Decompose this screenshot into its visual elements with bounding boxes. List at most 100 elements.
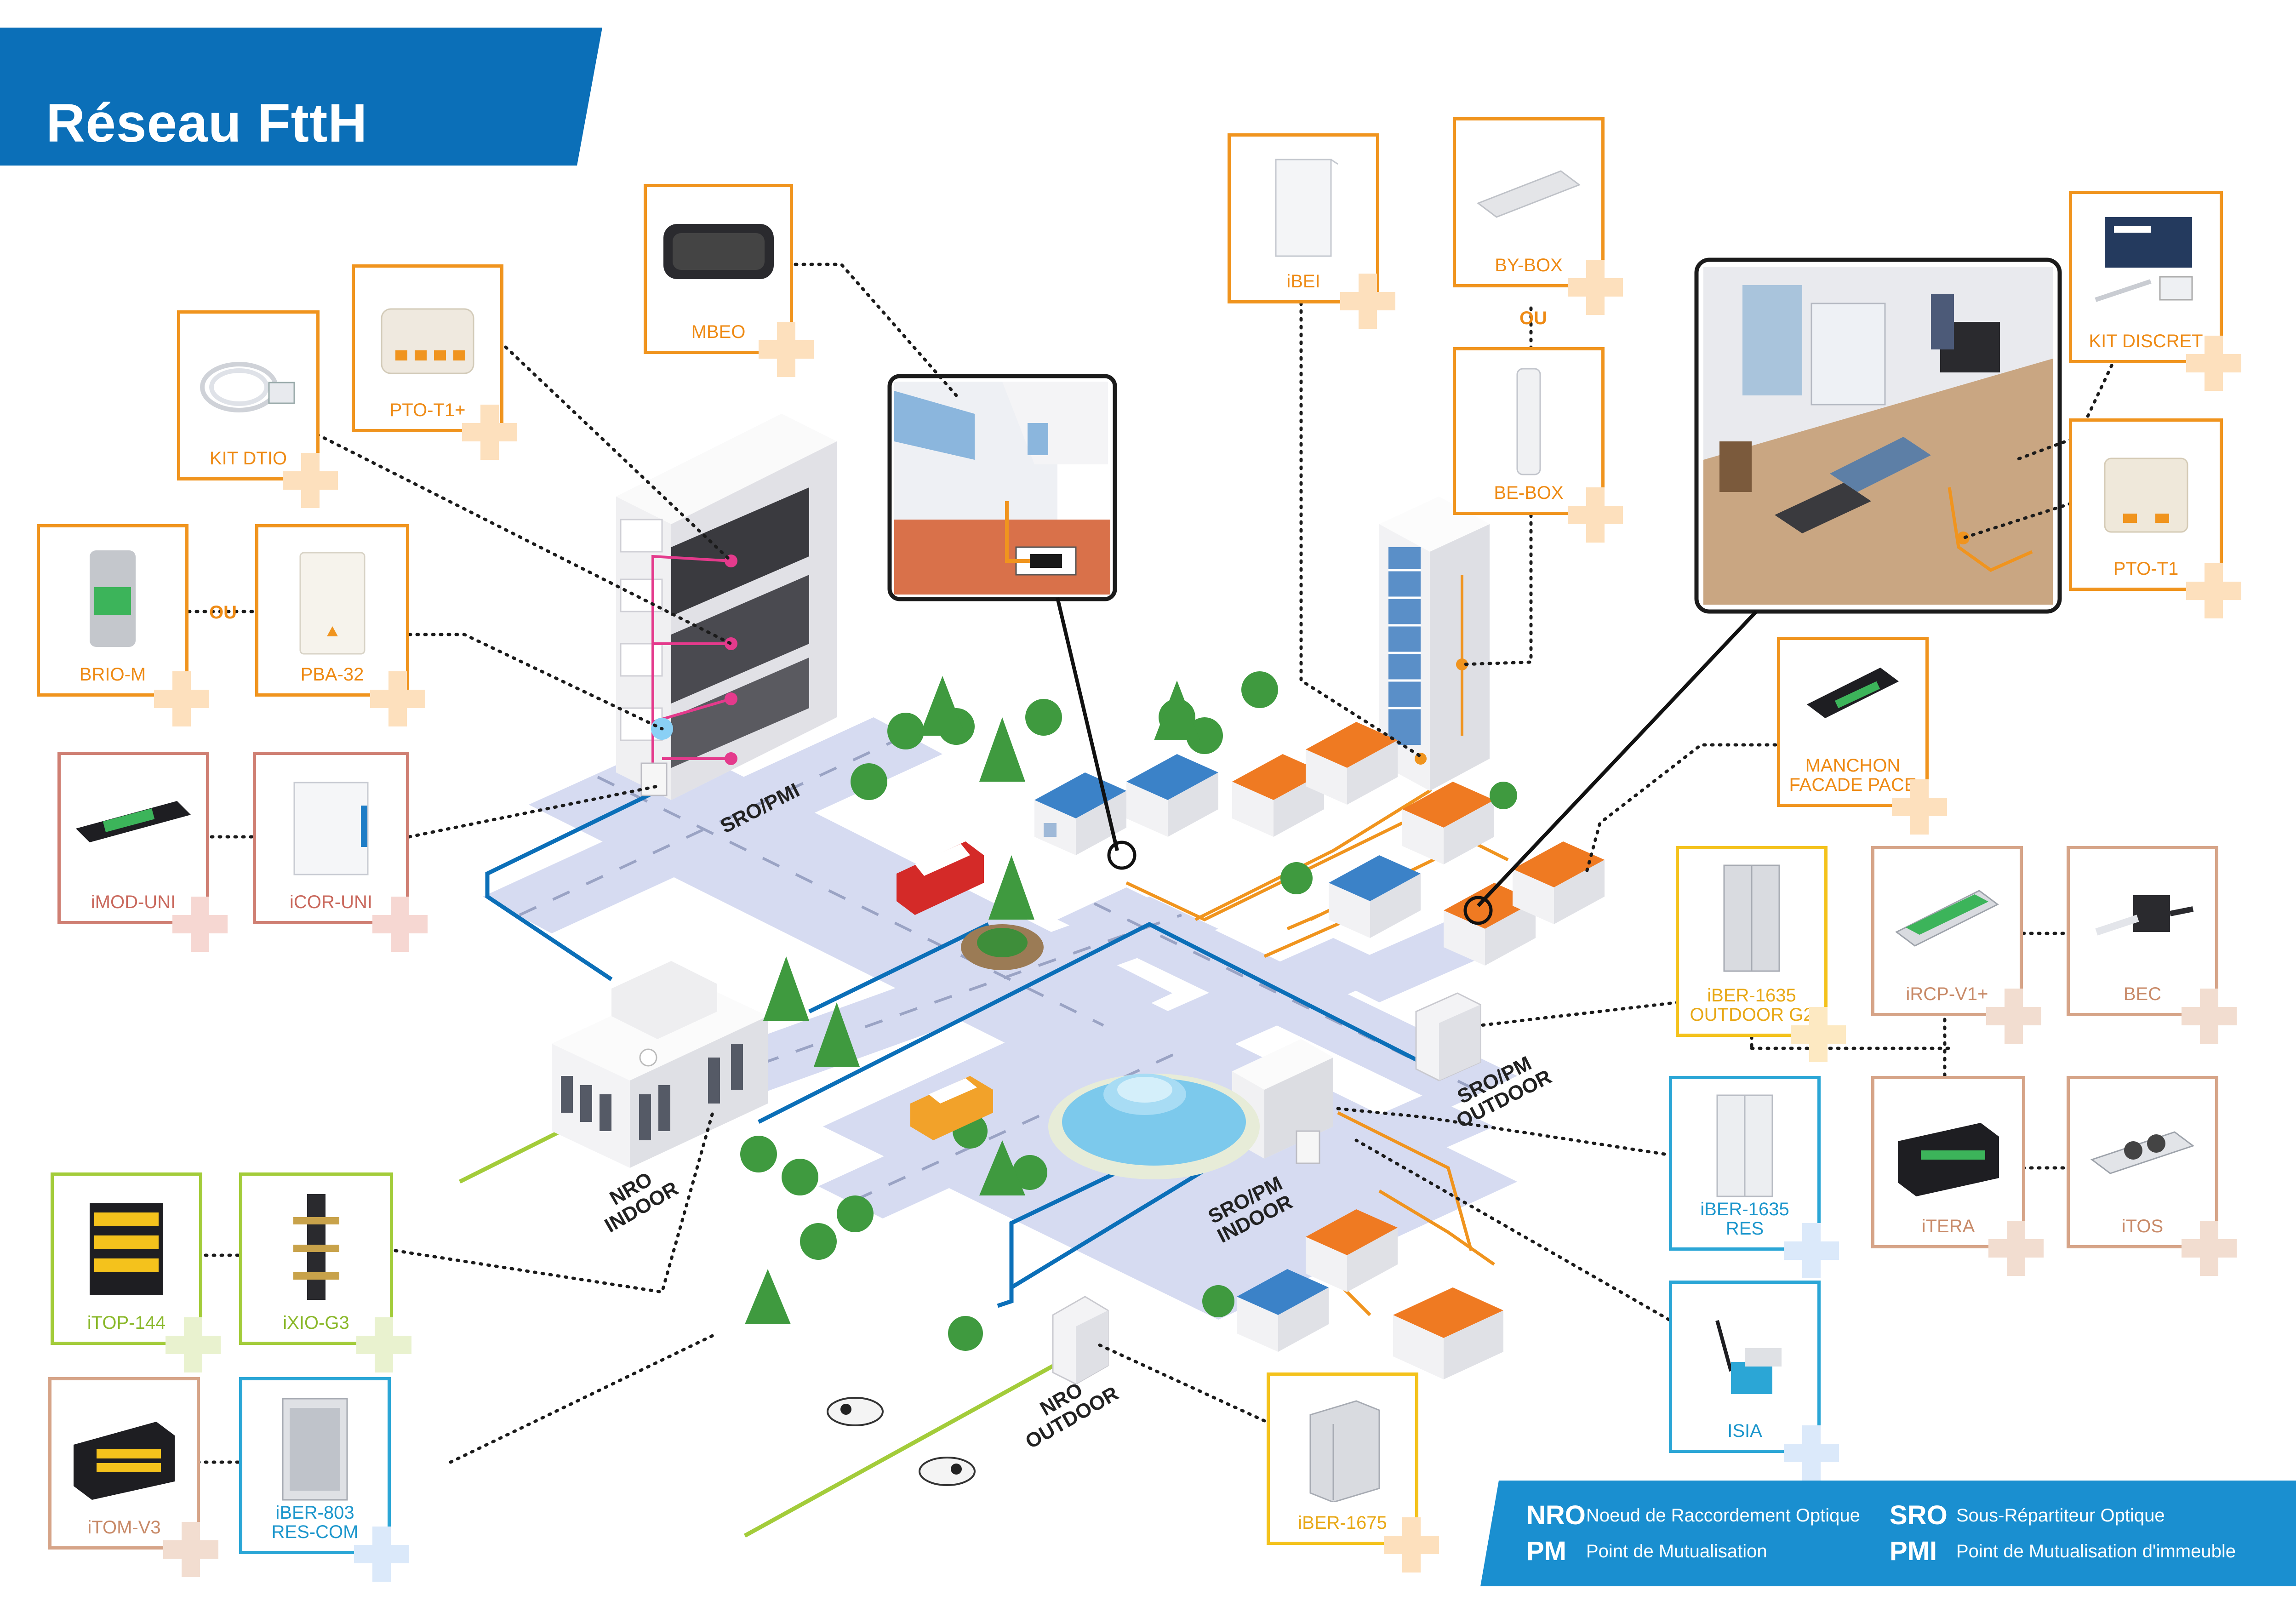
title-banner: Réseau FttH bbox=[0, 28, 602, 166]
product-card-itera[interactable]: iTERA bbox=[1871, 1076, 2025, 1248]
label-brio-m: BRIO-M bbox=[79, 664, 146, 685]
by-box-image bbox=[1476, 170, 1581, 218]
cows bbox=[827, 1397, 976, 1486]
product-card-brio-m[interactable]: BRIO-M bbox=[37, 524, 188, 697]
label-imod-uni: iMOD-UNI bbox=[91, 892, 176, 912]
iber-1635-res-image bbox=[1716, 1094, 1773, 1197]
label-itera: iTERA bbox=[1921, 1216, 1975, 1236]
page-title: Réseau FttH bbox=[46, 93, 368, 154]
label-pba-32: PBA-32 bbox=[300, 664, 364, 685]
label-be-box: BE-BOX bbox=[1494, 483, 1564, 503]
label-ibei: iBEI bbox=[1286, 271, 1320, 292]
or-separator-brio: OU bbox=[209, 602, 237, 623]
product-card-iber-1675[interactable]: iBER-1675 bbox=[1267, 1372, 1418, 1545]
legend-nro-desc: Noeud de Raccordement Optique bbox=[1586, 1505, 1860, 1526]
itop-144-image bbox=[90, 1203, 163, 1295]
imod-uni-image bbox=[76, 801, 191, 842]
be-box-image bbox=[1516, 368, 1541, 475]
legend-sro-abbr: SRO bbox=[1890, 1500, 1948, 1530]
product-card-by-box[interactable]: BY-BOX bbox=[1453, 117, 1605, 287]
bec-image bbox=[2095, 895, 2194, 936]
ixio-g3-image bbox=[293, 1194, 339, 1300]
iber-1635-outdoor-g2-image bbox=[1723, 864, 1780, 972]
label-isia: ISIA bbox=[1727, 1421, 1762, 1441]
nro-outdoor-cabinet bbox=[1052, 1296, 1109, 1385]
label-iber-1635-outdoor-g2: iBER-1635 OUTDOOR G2 bbox=[1690, 985, 1814, 1025]
mbeo-image bbox=[663, 224, 774, 279]
living-room-inset bbox=[1694, 257, 2062, 614]
label-itop-144: iTOP-144 bbox=[87, 1313, 166, 1333]
legend-pm-abbr: PM bbox=[1526, 1536, 1566, 1566]
product-card-icor-uni[interactable]: iCOR-UNI bbox=[253, 752, 409, 924]
brio-m-image bbox=[90, 550, 136, 647]
house-basement-inset bbox=[887, 374, 1117, 601]
product-card-itop-144[interactable]: iTOP-144 bbox=[51, 1172, 202, 1345]
itos-image bbox=[2090, 1131, 2195, 1174]
label-kit-dtio: KIT DTIO bbox=[209, 448, 287, 469]
ircp-v1-plus-image bbox=[1895, 890, 1999, 947]
sro-pm-indoor-building bbox=[1232, 1039, 1333, 1164]
product-card-kit-dtio[interactable]: KIT DTIO bbox=[177, 310, 320, 480]
pto-t1-image bbox=[2104, 457, 2188, 533]
product-card-iber-803-res-com[interactable]: iBER-803 RES-COM bbox=[239, 1377, 391, 1554]
kit-dtio-image bbox=[200, 362, 295, 412]
label-manchon-facade-pace: MANCHON FACADE PACE bbox=[1789, 755, 1917, 795]
product-card-iber-1635-res[interactable]: iBER-1635 RES bbox=[1669, 1076, 1821, 1251]
product-card-manchon-facade-pace[interactable]: MANCHON FACADE PACE bbox=[1777, 637, 1929, 807]
legend-pmi-desc: Point de Mutualisation d'immeuble bbox=[1956, 1541, 2236, 1561]
ibei-image bbox=[1275, 159, 1338, 257]
label-icor-uni: iCOR-UNI bbox=[290, 892, 372, 912]
label-iber-803-res-com: iBER-803 RES-COM bbox=[271, 1503, 359, 1542]
product-card-ircp-v1-plus[interactable]: iRCP-V1+ bbox=[1871, 846, 2023, 1016]
product-card-bec[interactable]: BEC bbox=[2067, 846, 2218, 1016]
sro-pm-outdoor-cabinet bbox=[1415, 992, 1481, 1081]
isia-image bbox=[1715, 1320, 1782, 1394]
trees bbox=[740, 671, 1517, 1351]
product-card-isia[interactable]: ISIA bbox=[1669, 1281, 1821, 1453]
product-card-pto-t1[interactable]: PTO-T1 bbox=[2069, 418, 2223, 591]
manchon-image bbox=[1807, 668, 1899, 718]
product-card-pba-32[interactable]: PBA-32 bbox=[255, 524, 409, 697]
label-ircp-v1-plus: iRCP-V1+ bbox=[1906, 984, 1988, 1004]
iber-1675-image bbox=[1309, 1400, 1380, 1502]
product-card-ixio-g3[interactable]: iXIO-G3 bbox=[239, 1172, 393, 1345]
product-card-be-box[interactable]: BE-BOX bbox=[1453, 347, 1605, 515]
legend-pmi-abbr: PMI bbox=[1890, 1536, 1937, 1566]
product-card-itom-v3[interactable]: iTOM-V3 bbox=[48, 1377, 200, 1550]
label-iber-1635-res: iBER-1635 RES bbox=[1700, 1199, 1789, 1239]
label-pto-t1: PTO-T1 bbox=[2113, 559, 2179, 579]
legend-pm-desc: Point de Mutualisation bbox=[1586, 1541, 1767, 1561]
pba-32-image bbox=[299, 552, 365, 655]
iber-803-image bbox=[282, 1398, 348, 1501]
product-card-itos[interactable]: iTOS bbox=[2067, 1076, 2218, 1248]
product-card-iber-1635-outdoor-g2[interactable]: iBER-1635 OUTDOOR G2 bbox=[1676, 846, 1828, 1037]
product-card-pto-t1-plus[interactable]: PTO-T1+ bbox=[352, 264, 503, 432]
label-itom-v3: iTOM-V3 bbox=[87, 1517, 161, 1538]
product-card-kit-discret[interactable]: KIT DISCRET bbox=[2069, 191, 2223, 363]
itom-v3-image bbox=[74, 1422, 175, 1500]
planter bbox=[961, 924, 1044, 970]
kit-discret-image bbox=[2094, 217, 2193, 302]
label-kit-discret: KIT DISCRET bbox=[2089, 331, 2203, 351]
pmi-building bbox=[616, 414, 837, 800]
product-card-imod-uni[interactable]: iMOD-UNI bbox=[57, 752, 209, 924]
product-card-ibei[interactable]: iBEI bbox=[1228, 133, 1379, 303]
label-ixio-g3: iXIO-G3 bbox=[283, 1313, 349, 1333]
nro-indoor-building bbox=[552, 961, 768, 1168]
label-iber-1675: iBER-1675 bbox=[1298, 1513, 1387, 1533]
pto-t1-plus-image bbox=[381, 308, 474, 374]
icor-uni-image bbox=[293, 782, 369, 875]
itera-image bbox=[1897, 1123, 1999, 1196]
legend: NRO Noeud de Raccordement Optique PM Poi… bbox=[1480, 1481, 2296, 1586]
label-bec: BEC bbox=[2123, 984, 2162, 1004]
legend-sro-desc: Sous-Répartiteur Optique bbox=[1956, 1505, 2165, 1526]
label-mbeo: MBEO bbox=[691, 322, 746, 342]
product-card-mbeo[interactable]: MBEO bbox=[644, 184, 793, 354]
label-itos: iTOS bbox=[2121, 1216, 2164, 1236]
red-car bbox=[897, 841, 984, 915]
label-by-box: BY-BOX bbox=[1495, 255, 1563, 275]
legend-nro-abbr: NRO bbox=[1526, 1500, 1586, 1530]
or-separator-box: OU bbox=[1519, 308, 1547, 328]
fountain bbox=[1048, 1074, 1260, 1179]
